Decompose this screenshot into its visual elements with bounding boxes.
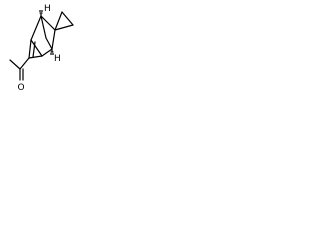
bond-c1-c5: [30, 15, 42, 41]
molecule-structure: H H O: [9, 4, 74, 93]
hashed-wedge-bottom: [49, 48, 55, 55]
hashed-wedge-top: [38, 10, 44, 17]
oxygen-label: O: [18, 83, 25, 93]
bond-spiro-c: [61, 11, 74, 26]
bond-bridge-b: [45, 37, 53, 50]
bond-spiro-b: [54, 24, 74, 31]
bond-ring-carbonyl: [19, 57, 30, 70]
bond-carbonyl-methyl: [9, 59, 21, 70]
hydrogen-label-top: H: [44, 4, 51, 14]
bond-c3-c4: [41, 48, 53, 57]
hydrogen-label-bottom: H: [54, 54, 61, 64]
bond-bridge: [40, 15, 47, 39]
bond-c5-c6-double-b: [32, 41, 36, 58]
bond-c6-c4: [28, 55, 43, 59]
bond-c5-c4: [30, 39, 43, 57]
bond-c2-c3: [51, 29, 56, 50]
bond-spiro-a: [54, 11, 63, 31]
bond-c1-c2: [40, 15, 56, 31]
bond-c5-c6-double-a: [28, 39, 32, 59]
